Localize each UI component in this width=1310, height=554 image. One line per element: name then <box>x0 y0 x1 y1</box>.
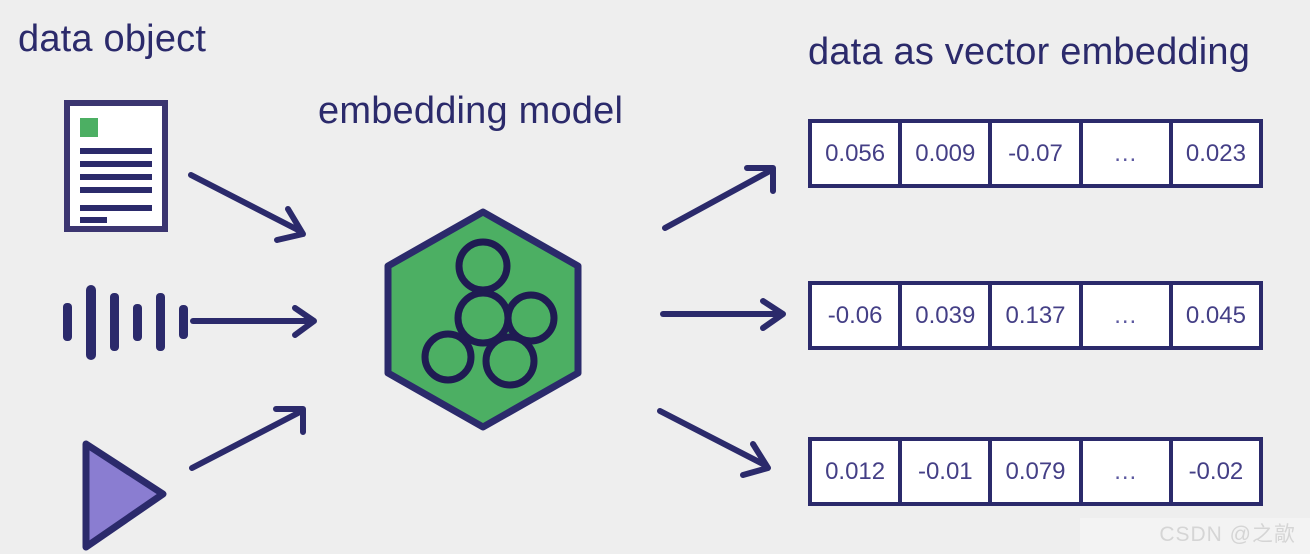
arrow-audio-to-model <box>190 305 317 338</box>
vector-cell: 0.012 <box>812 441 903 502</box>
page-title-data-object: data object <box>18 18 207 60</box>
vector-cell: 0.009 <box>902 123 993 184</box>
arrow-video-to-model <box>189 406 306 471</box>
page-title-vector-embedding: data as vector embedding <box>808 31 1251 73</box>
vector-cell: 0.023 <box>1172 123 1260 184</box>
vector-row: 0.012 -0.01 0.079 ... -0.02 <box>808 437 1263 506</box>
vector-cell: 0.045 <box>1172 285 1260 346</box>
vector-cell-ellipsis: ... <box>1082 441 1173 502</box>
page-title-embedding-model: embedding model <box>318 90 624 132</box>
vector-cell: 0.079 <box>992 441 1083 502</box>
vector-row: 0.056 0.009 -0.07 ... 0.023 <box>808 119 1263 188</box>
audio-waveform-icon <box>63 285 188 360</box>
document-icon <box>64 100 168 232</box>
vector-cell: 0.039 <box>902 285 993 346</box>
embedding-model-hexagon <box>384 208 582 431</box>
vector-cell: -0.02 <box>1172 441 1260 502</box>
vector-cell: -0.06 <box>812 285 903 346</box>
vector-cell-ellipsis: ... <box>1082 285 1173 346</box>
vector-row: -0.06 0.039 0.137 ... 0.045 <box>808 281 1263 350</box>
vector-cell: -0.07 <box>992 123 1083 184</box>
arrow-model-to-vector-1 <box>660 298 786 331</box>
neural-network-icon <box>421 238 558 389</box>
vector-cell: -0.01 <box>902 441 993 502</box>
vector-cell: 0.056 <box>812 123 903 184</box>
arrow-document-to-model <box>188 172 306 243</box>
watermark-background <box>1080 518 1310 554</box>
arrow-model-to-vector-0 <box>662 165 776 231</box>
vector-cell: 0.137 <box>992 285 1083 346</box>
play-triangle-icon <box>82 440 167 551</box>
vector-cell-ellipsis: ... <box>1082 123 1173 184</box>
watermark-text: CSDN @之歊 <box>1159 523 1296 546</box>
arrow-model-to-vector-2 <box>657 408 771 478</box>
